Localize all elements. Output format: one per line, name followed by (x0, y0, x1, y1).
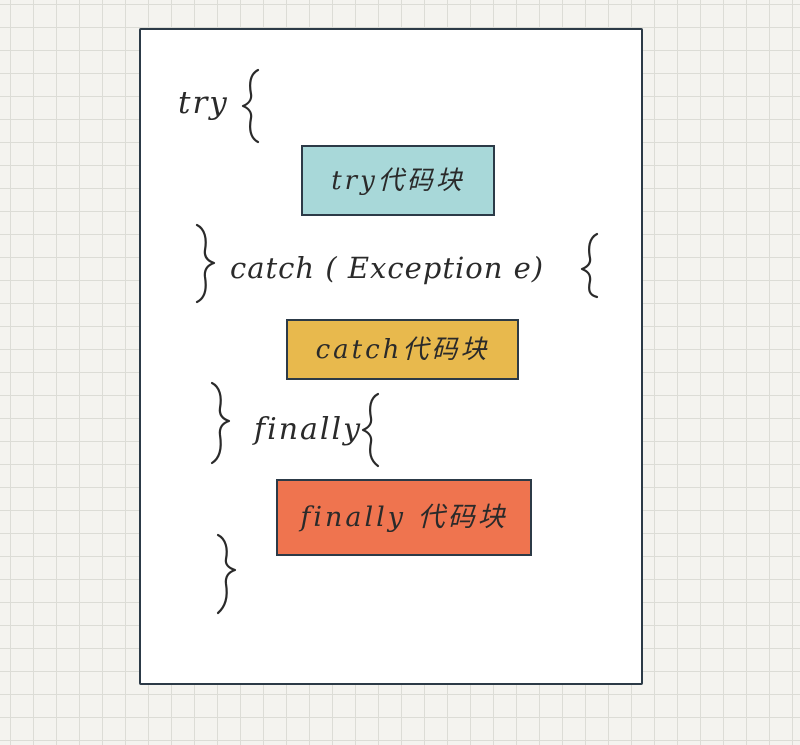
catch-exception-line: catch ( Exception e) (230, 251, 545, 285)
catch-open-brace (580, 232, 599, 299)
try-keyword: try (178, 85, 229, 121)
try-code-block: try代码块 (301, 145, 495, 216)
catch-code-block: catch代码块 (286, 319, 519, 380)
catch-close-brace (210, 381, 231, 465)
try-close-brace (195, 223, 216, 304)
finally-open-brace (361, 392, 380, 468)
try-open-brace (241, 68, 260, 144)
finally-keyword: finally (254, 412, 363, 447)
finally-close-brace (216, 533, 237, 615)
finally-code-block: finally 代码块 (276, 479, 532, 556)
